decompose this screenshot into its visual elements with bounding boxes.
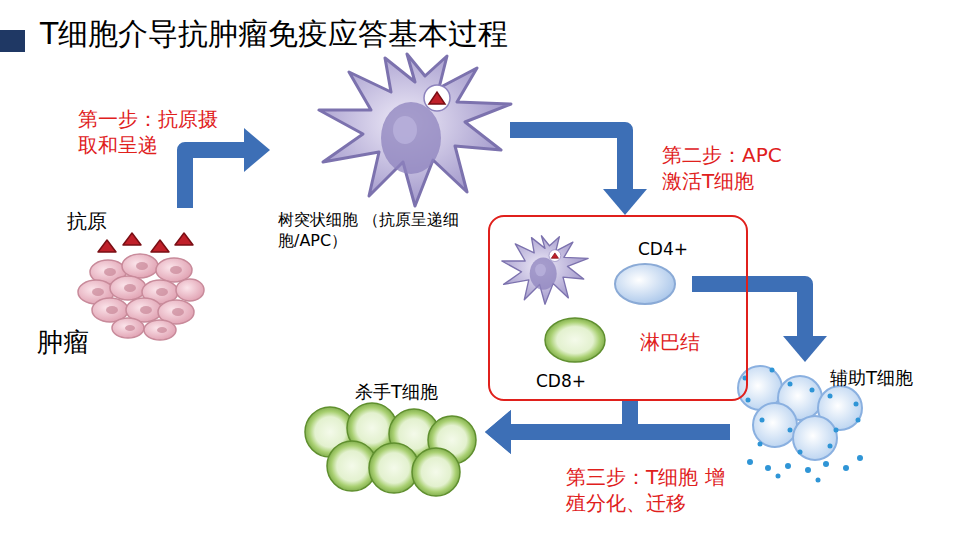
dendritic-cell-node: 树突状细胞 （抗原呈递细胞/APC） (270, 50, 510, 264)
arrow-shaft (511, 424, 730, 440)
arrow-head (603, 189, 647, 215)
node-label: CD4+ (638, 238, 688, 260)
arrow-head (244, 128, 270, 172)
step-label: 第一步：抗原摄 取和呈递 (78, 106, 228, 158)
slide-title: T细胞介导抗肿瘤免疫应答基本过程 (40, 14, 508, 55)
arrow-shaft (692, 284, 805, 336)
node-label: 杀手T细胞 (355, 380, 438, 403)
flow-arrow (185, 128, 270, 208)
node-label: 抗原 (67, 208, 107, 234)
tumor-cells (78, 254, 204, 340)
flow-arrow (510, 130, 647, 215)
arrow-shaft (510, 130, 625, 189)
cd8-cell-node: CD8+ (530, 316, 620, 396)
tumor-nuclei (92, 262, 184, 333)
node-label: 树突状细胞 （抗原呈递细胞/APC） (278, 210, 503, 252)
dendritic-cell-small (502, 236, 588, 304)
arrow-shaft (185, 150, 244, 208)
arrow-head (485, 410, 511, 454)
dendritic-cell (319, 54, 511, 206)
cd4-cell-node: CD4+ (612, 238, 692, 306)
killer-t-node: 杀手T细胞 (295, 380, 485, 498)
tumor-group: 抗原肿瘤 (35, 208, 207, 368)
antigen-triangles (98, 233, 193, 252)
lymph-node-box: 淋巴结 CD4+ CD8+ (488, 215, 748, 401)
flow-arrow (485, 410, 730, 454)
step-label: 第二步：APC 激活T细胞 (662, 142, 797, 194)
flow-arrow (692, 284, 827, 362)
cd4-cell (615, 264, 675, 304)
arrow-head (783, 336, 827, 362)
node-label: CD8+ (536, 370, 586, 392)
node-label: 肿瘤 (37, 326, 89, 360)
step-label: 第三步：T细胞 增殖分化、迁移 (566, 464, 736, 516)
helper-t-node: 辅助T细胞 (730, 362, 942, 482)
cd8-cell (545, 318, 605, 362)
node-label: 淋巴结 (640, 329, 700, 355)
node-label: 辅助T细胞 (830, 366, 913, 389)
title-bar (0, 30, 25, 52)
arrow-head (485, 410, 511, 454)
killer-t-cells (305, 403, 476, 496)
